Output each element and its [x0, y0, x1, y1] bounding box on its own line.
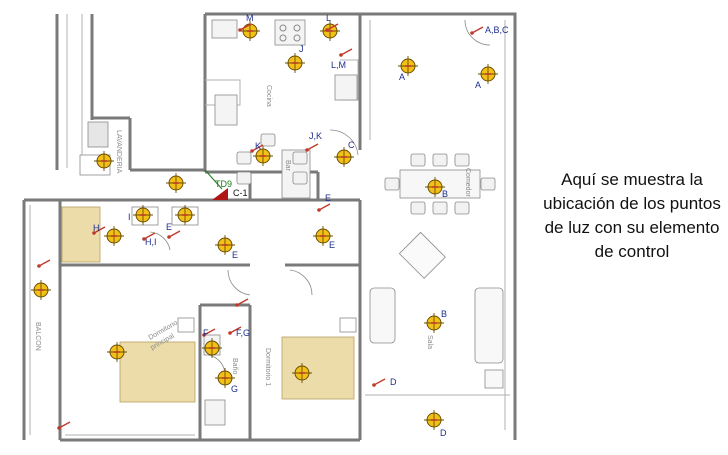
label-m: M: [246, 13, 254, 23]
label-j: J: [299, 44, 304, 54]
label-g: G: [231, 384, 238, 394]
light-point: [103, 225, 125, 247]
caption-text: Aquí se muestra la ubicación de los punt…: [543, 170, 721, 261]
label-e-3: E: [329, 240, 335, 250]
label-c: C: [348, 140, 355, 150]
switches: [36, 23, 484, 431]
switch: [371, 378, 386, 388]
switch: [304, 143, 319, 153]
label-b-2: B: [441, 309, 447, 319]
furniture: [61, 19, 504, 426]
room-dormitorio-1: Dormitorio 1: [264, 348, 271, 386]
switch: [166, 230, 181, 240]
switch: [316, 203, 331, 213]
label-e-2: E: [166, 222, 172, 232]
switch: [338, 48, 353, 58]
light-point: [333, 146, 355, 168]
label-d-2: D: [440, 428, 447, 438]
label-fg: F,G: [236, 328, 250, 338]
room-bano: Baño: [231, 358, 238, 374]
room-sala: Sala: [426, 335, 433, 349]
label-a-1: A: [399, 72, 405, 82]
label-l: L: [326, 13, 331, 23]
label-a-2: A: [475, 80, 481, 90]
switch: [469, 26, 484, 36]
label-abc: A,B,C: [485, 25, 509, 35]
label-b-1: B: [442, 189, 448, 199]
room-cocina: Cocina: [265, 85, 272, 107]
label-e-1: E: [325, 193, 331, 203]
room-names: Cocina LAVANDERIA Bar Comedor Sala BALCO…: [34, 85, 471, 386]
label-e-4: E: [232, 250, 238, 260]
label-d-1: D: [390, 377, 397, 387]
room-bar: Bar: [284, 160, 291, 172]
light-point: [284, 52, 306, 74]
label-jk: J,K: [309, 131, 322, 141]
label-lm: L,M: [331, 60, 346, 70]
label-hi: H,I: [145, 237, 157, 247]
room-balcon: BALCON: [34, 322, 41, 351]
label-td9: TD9: [215, 179, 232, 189]
label-i: I: [128, 212, 131, 222]
switch: [36, 259, 51, 269]
light-point: [423, 409, 445, 431]
label-h: H: [93, 223, 100, 233]
label-c1: C-1: [233, 188, 248, 198]
label-f: F: [203, 328, 209, 338]
light-point: [30, 279, 52, 301]
label-k: K: [255, 141, 261, 151]
room-comedor: Comedor: [464, 168, 471, 197]
room-lavanderia: LAVANDERIA: [115, 130, 122, 174]
electrical-board-td9: [204, 169, 228, 200]
light-point: [165, 172, 187, 194]
control-labels: M L A,B,C J L,M A A J,K K C B E TD9 C-1 …: [93, 13, 509, 438]
